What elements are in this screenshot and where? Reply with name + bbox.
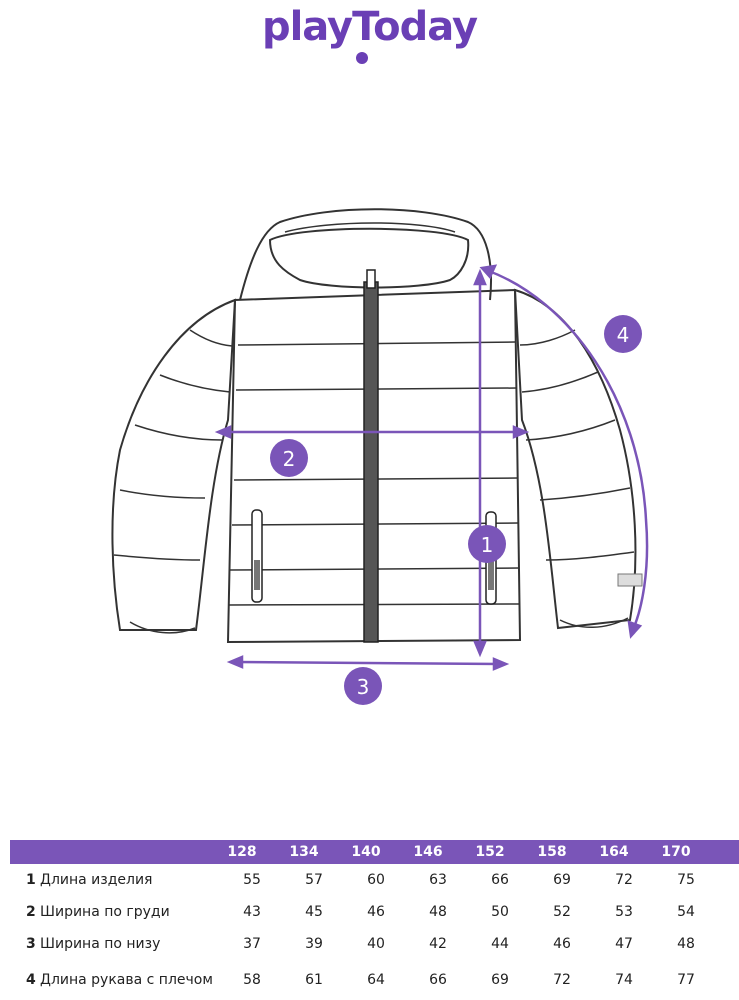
brand-logo: playToday <box>261 4 478 50</box>
row-number: 2 <box>26 904 36 920</box>
size-header: 170 <box>661 844 691 860</box>
row-number: 1 <box>26 872 36 888</box>
table-cell: 52 <box>553 904 571 920</box>
jacket-outline <box>111 208 643 644</box>
table-cell: 61 <box>305 972 323 988</box>
row-label: Ширина по низу <box>40 936 161 952</box>
table-cell: 64 <box>367 972 385 988</box>
marker-1: 1 <box>468 525 506 563</box>
table-cell: 48 <box>677 936 695 952</box>
table-cell: 57 <box>305 872 323 888</box>
table-cell: 58 <box>243 972 261 988</box>
table-cell: 74 <box>615 972 633 988</box>
marker-2: 2 <box>270 439 308 477</box>
table-row: 2 Ширина по груди 43 45 46 48 50 52 53 5… <box>0 896 739 928</box>
table-cell: 44 <box>491 936 509 952</box>
table-cell: 53 <box>615 904 633 920</box>
size-header: 140 <box>351 844 381 860</box>
table-row: 3 Ширина по низу 37 39 40 42 44 46 47 48 <box>0 928 739 960</box>
marker-4: 4 <box>604 315 642 353</box>
size-header: 158 <box>537 844 567 860</box>
table-cell: 55 <box>243 872 261 888</box>
table-cell: 47 <box>615 936 633 952</box>
table-cell: 46 <box>553 936 571 952</box>
table-cell: 66 <box>429 972 447 988</box>
row-number: 4 <box>26 972 36 988</box>
size-header: 152 <box>475 844 505 860</box>
measurement-lines <box>214 264 649 671</box>
table-cell: 72 <box>553 972 571 988</box>
table-cell: 40 <box>367 936 385 952</box>
marker-3: 3 <box>344 667 382 705</box>
table-cell: 69 <box>553 872 571 888</box>
row-label: Ширина по груди <box>40 904 170 920</box>
svg-text:4: 4 <box>617 323 630 347</box>
table-cell: 37 <box>243 936 261 952</box>
table-cell: 54 <box>677 904 695 920</box>
svg-text:2: 2 <box>283 447 296 471</box>
svg-text:3: 3 <box>357 675 370 699</box>
table-cell: 75 <box>677 872 695 888</box>
size-header: 134 <box>289 844 319 860</box>
table-cell: 46 <box>367 904 385 920</box>
table-cell: 77 <box>677 972 695 988</box>
row-label: Длина изделия <box>40 872 153 888</box>
row-label: Длина рукава с плечом <box>40 972 213 988</box>
table-cell: 60 <box>367 872 385 888</box>
table-cell: 43 <box>243 904 261 920</box>
table-cell: 63 <box>429 872 447 888</box>
jacket-drawing: 1 2 3 4 <box>111 208 649 705</box>
table-cell: 42 <box>429 936 447 952</box>
table-cell: 45 <box>305 904 323 920</box>
size-header: 164 <box>599 844 629 860</box>
table-cell: 50 <box>491 904 509 920</box>
table-cell: 72 <box>615 872 633 888</box>
size-header: 146 <box>413 844 443 860</box>
table-cell: 48 <box>429 904 447 920</box>
table-cell: 39 <box>305 936 323 952</box>
size-header: 128 <box>227 844 257 860</box>
row-number: 3 <box>26 936 36 952</box>
table-cell: 66 <box>491 872 509 888</box>
table-cell: 69 <box>491 972 509 988</box>
size-table: 128 134 140 146 152 158 164 170 1 Длина … <box>0 840 739 1000</box>
size-header-row: 128 134 140 146 152 158 164 170 <box>10 840 739 864</box>
logo-dot <box>356 52 368 64</box>
table-row: 1 Длина изделия 55 57 60 63 66 69 72 75 <box>0 864 739 896</box>
table-row: 4 Длина рукава с плечом 58 61 64 66 69 7… <box>0 960 739 1000</box>
svg-text:1: 1 <box>481 533 494 557</box>
